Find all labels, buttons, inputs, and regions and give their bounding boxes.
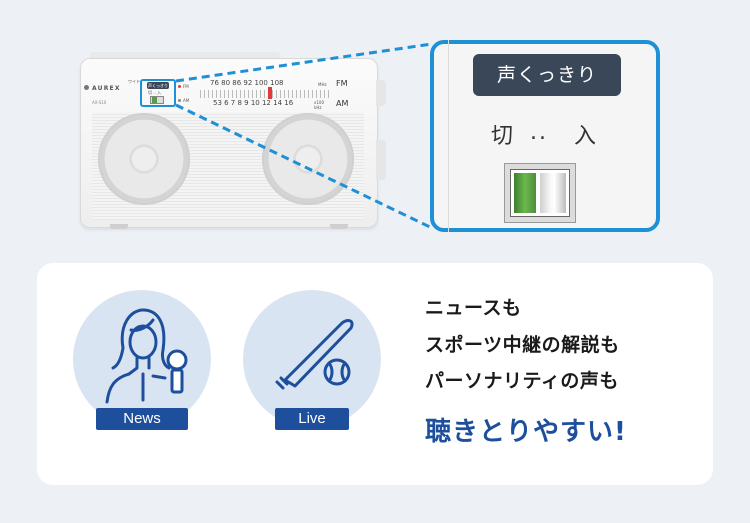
news-anchor-icon xyxy=(105,308,188,404)
tuning-scale xyxy=(200,90,330,98)
news-badge: News xyxy=(96,408,188,430)
copy-line-1: ニュースも xyxy=(425,297,522,319)
radio-foot-right xyxy=(330,224,348,229)
switch-off-label: 切 xyxy=(491,124,514,149)
voice-clear-label: 声くっきり xyxy=(473,54,621,96)
switch-highlight-box xyxy=(140,79,176,107)
right-speaker xyxy=(262,113,354,205)
band-am-label: AM xyxy=(183,98,190,103)
mini-switch-knob xyxy=(152,97,157,103)
live-circle xyxy=(243,290,381,428)
radio-side-label: ワイド xyxy=(128,79,140,84)
radio-foot-left xyxy=(110,224,128,229)
live-badge: Live xyxy=(275,408,349,430)
switch-dots: .. xyxy=(530,120,548,145)
am-scale: 53 6 7 8 9 10 12 14 16 xyxy=(213,99,294,107)
radio-side-button xyxy=(376,80,386,106)
zoom-panel-edge xyxy=(430,40,449,232)
fm-indicator-icon xyxy=(178,85,181,88)
copy-headline: 聴きとりやすい! xyxy=(425,417,627,447)
copy-line-3: パーソナリティの声も xyxy=(425,370,619,392)
fm-label: FM xyxy=(336,79,348,88)
radio-side-button-2 xyxy=(376,140,386,180)
radio-top-edge xyxy=(90,52,280,59)
mini-switch-slot xyxy=(150,96,164,104)
brand-logo-icon xyxy=(84,85,89,90)
switch-knob[interactable] xyxy=(540,173,566,213)
baseball-icon xyxy=(275,319,354,390)
mini-switch-label: 声くっきり xyxy=(147,82,169,89)
am-label: AM xyxy=(336,99,349,108)
switch-indicator-green xyxy=(514,173,536,213)
band-fm-label: FM xyxy=(183,84,189,89)
am-unit: x100 kHz xyxy=(314,100,325,110)
switch-on-label: 入 xyxy=(574,124,597,149)
left-speaker xyxy=(98,113,190,205)
tuning-needle xyxy=(268,87,272,99)
copy-line-2: スポーツ中継の解説も xyxy=(425,334,620,356)
mini-switch-off-on: 切 .. 入 xyxy=(148,90,162,95)
fm-unit: MHz xyxy=(318,82,327,87)
radio-brand: AUREX xyxy=(92,85,121,92)
fm-scale: 76 80 86 92 100 108 xyxy=(210,79,284,87)
radio-model: AX-S10 xyxy=(92,100,107,105)
am-indicator-icon xyxy=(178,99,181,102)
